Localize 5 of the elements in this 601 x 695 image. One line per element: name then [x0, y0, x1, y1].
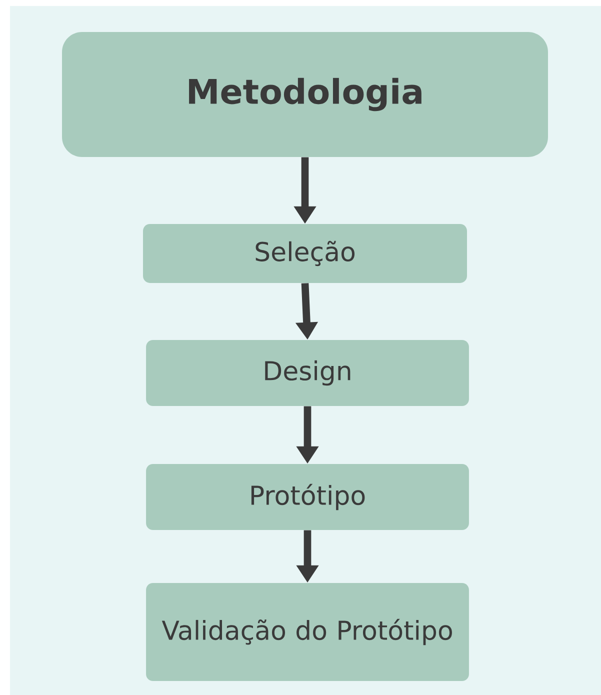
process-box: Protótipo	[146, 464, 469, 530]
heading-box: Metodologia	[62, 32, 548, 158]
process-box: Design	[146, 340, 469, 406]
process-box: Seleção	[143, 224, 467, 283]
process-box: Validação do Protótipo	[146, 583, 469, 681]
